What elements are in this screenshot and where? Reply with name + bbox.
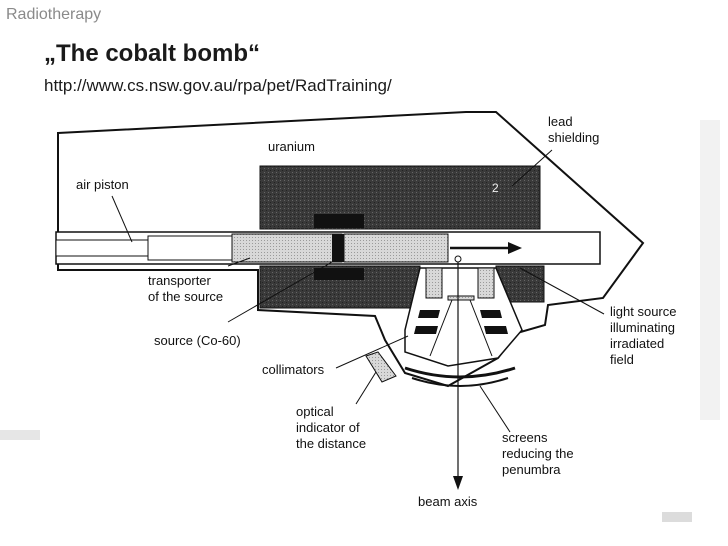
leader-collimators [335, 335, 409, 369]
beam-edge-left [429, 299, 453, 357]
scan-artifact [662, 512, 692, 522]
label-field: field [610, 352, 634, 367]
collimator-jaw-right-1 [480, 310, 502, 318]
label-collimators: collimators [262, 362, 325, 377]
collimator-jaw-left-2 [414, 326, 438, 334]
scan-artifact [700, 120, 720, 420]
label-screens: screens [502, 430, 548, 445]
collimator-jaw-right-2 [484, 326, 508, 334]
label-penumbra: penumbra [502, 462, 561, 477]
leader-light-source [519, 267, 605, 315]
leader-air-piston [111, 195, 133, 243]
label-marker: 2 [492, 181, 499, 195]
source-url[interactable]: http://www.cs.nsw.gov.au/rpa/pet/RadTrai… [44, 76, 392, 95]
label-reducing-the: reducing the [502, 446, 574, 461]
label-illuminating: illuminating [610, 320, 675, 335]
leader-transporter [227, 257, 251, 267]
scan-artifact [0, 430, 40, 440]
label-shielding: shielding [548, 130, 599, 145]
label-beam-axis: beam axis [418, 494, 478, 509]
label-air-piston: air piston [76, 177, 129, 192]
piston-rod [147, 235, 233, 261]
optical-indicator [365, 351, 397, 383]
penumbra-screen-2 [411, 377, 509, 387]
transporter [231, 233, 343, 263]
collimator-upper-left [425, 267, 443, 299]
penumbra-screen-1 [404, 366, 516, 379]
collimator-jaw-left-1 [418, 310, 440, 318]
uranium-core-upper [314, 214, 364, 228]
source-co60 [332, 234, 344, 262]
label-the-distance: the distance [296, 436, 366, 451]
label-optical: optical [296, 404, 334, 419]
leader-source [227, 261, 333, 323]
label-lead: lead [548, 114, 573, 129]
leader-screens [479, 385, 511, 433]
leader-optical [355, 371, 377, 405]
collimator-window [447, 295, 475, 301]
label-irradiated: irradiated [610, 336, 664, 351]
label-indicator-of: indicator of [296, 420, 360, 435]
arrow-head [508, 242, 522, 254]
beam-edge-right [469, 299, 493, 357]
transporter-front [343, 233, 449, 263]
label-source: source (Co-60) [154, 333, 241, 348]
uranium-block-upper [259, 165, 541, 230]
light-source-lamp [454, 255, 462, 263]
air-piston [55, 239, 149, 257]
beam-axis-arrowhead [453, 476, 463, 490]
label-light-source: light source [610, 304, 676, 319]
label-transporter: transporter [148, 273, 212, 288]
uranium-core-lower [314, 268, 364, 280]
collimator-upper-right [477, 267, 495, 299]
label-of-the-source: of the source [148, 289, 223, 304]
label-uranium: uranium [268, 139, 315, 154]
section-header: Radiotherapy [6, 6, 102, 23]
slide-title: „The cobalt bomb“ [44, 40, 260, 67]
leader-lead-shielding [511, 149, 553, 187]
